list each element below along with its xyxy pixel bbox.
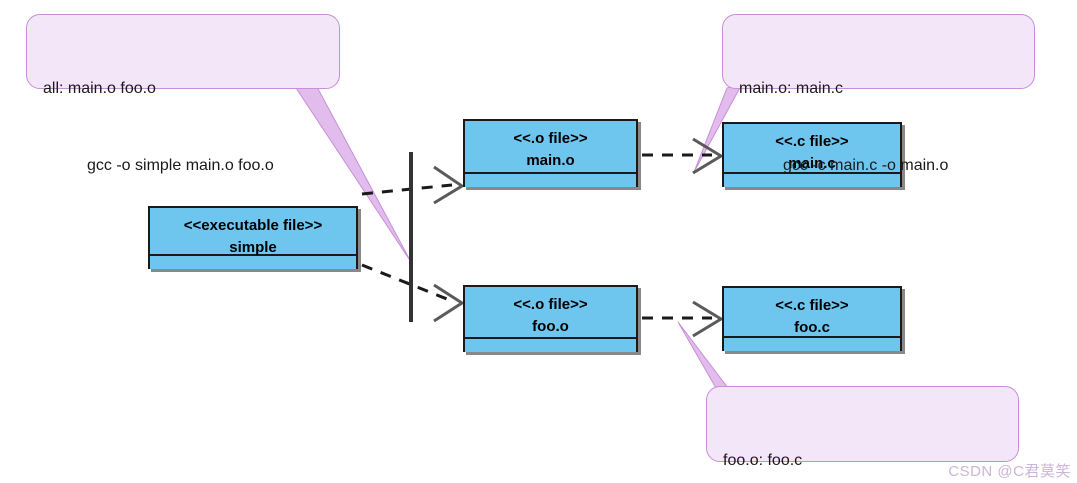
- note-main-rule-target: main.o: main.c: [739, 80, 844, 98]
- uml-box-simple-body: <<executable file>> simple: [150, 208, 356, 256]
- note-all-rule-command: gcc -o simple main.o foo.o: [87, 156, 274, 174]
- uml-box-foo-c-body: <<.c file>> foo.c: [724, 288, 900, 338]
- uml-box-main-c[interactable]: <<.c file>> main.c: [722, 122, 902, 187]
- uml-box-foo-c[interactable]: <<.c file>> foo.c: [722, 286, 902, 351]
- edge-simple-to-main-o: [361, 183, 453, 196]
- uml-box-main-c-body: <<.c file>> main.c: [724, 124, 900, 174]
- uml-box-simple-compartment: [150, 256, 356, 269]
- uml-box-simple[interactable]: <<executable file>> simple: [148, 206, 358, 269]
- csdn-watermark: CSDN @C君莫笑: [948, 463, 1071, 480]
- note-foo-rule-target: foo.o: foo.c: [723, 452, 803, 470]
- uml-box-main-o-name: main.o: [526, 151, 575, 169]
- uml-box-main-c-compartment: [724, 174, 900, 187]
- uml-box-foo-o-body: <<.o file>> foo.o: [465, 287, 636, 339]
- note-main-rule-command: gcc -c main.c -o main.o: [783, 156, 949, 174]
- arrowhead-foo-c: [692, 300, 724, 338]
- uml-box-main-o-compartment: [465, 174, 636, 187]
- uml-box-simple-stereotype: <<executable file>>: [183, 217, 323, 234]
- note-all-rule[interactable]: all: main.o foo.o gcc -o simple main.o f…: [26, 14, 340, 174]
- uml-box-main-c-stereotype: <<.c file>>: [775, 133, 849, 150]
- note-all-rule-target: all: main.o foo.o: [43, 80, 156, 98]
- uml-box-foo-c-name: foo.c: [794, 318, 830, 336]
- uml-box-foo-o-name: foo.o: [532, 317, 569, 335]
- arrowhead-foo-o: [433, 283, 465, 323]
- uml-box-main-o-stereotype: <<.o file>>: [513, 130, 588, 147]
- note-foo-rule[interactable]: foo.o: foo.c gcc -c foo.c -o foo.o: [706, 386, 1019, 469]
- arrowhead-main-c: [692, 137, 724, 175]
- uml-box-simple-name: simple: [229, 238, 277, 256]
- uml-box-main-c-name: main.c: [788, 154, 836, 172]
- edge-simple-to-foo-o: [361, 263, 453, 303]
- arrowhead-main-o: [433, 165, 465, 205]
- uml-box-foo-o-compartment: [465, 339, 636, 352]
- uml-box-foo-o-stereotype: <<.o file>>: [513, 296, 588, 313]
- uml-box-foo-c-stereotype: <<.c file>>: [775, 297, 849, 314]
- uml-box-main-o-body: <<.o file>> main.o: [465, 121, 636, 174]
- note-main-rule[interactable]: main.o: main.c gcc -c main.c -o main.o: [722, 14, 1035, 174]
- uml-box-foo-o[interactable]: <<.o file>> foo.o: [463, 285, 638, 352]
- uml-box-main-o[interactable]: <<.o file>> main.o: [463, 119, 638, 187]
- uml-box-foo-c-compartment: [724, 338, 900, 351]
